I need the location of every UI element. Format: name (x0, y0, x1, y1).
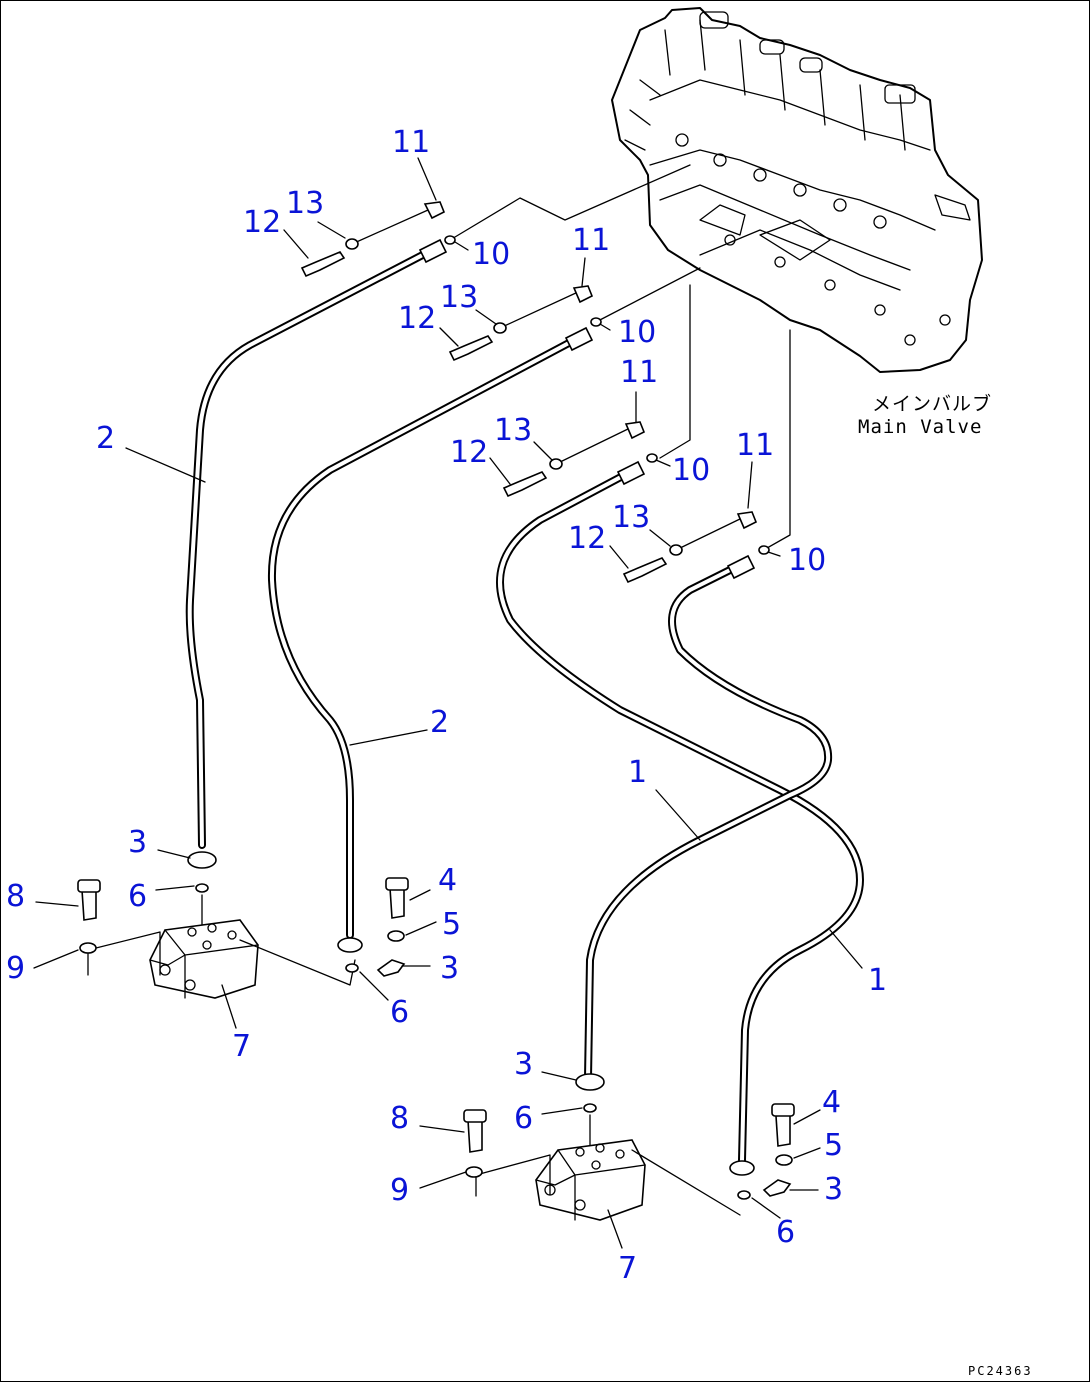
washer-13-a (345, 238, 359, 250)
hose-2-middle (267, 332, 586, 939)
valve-label-jp: メインバルブ (872, 392, 992, 415)
callout-1: 1 (868, 963, 887, 998)
flange-3-mid (337, 937, 363, 953)
washer-13-c (549, 458, 563, 470)
callout-10: 10 (672, 453, 710, 488)
callout-13: 13 (612, 500, 650, 535)
hose-1-right-b (584, 558, 833, 1082)
callout-2: 2 (430, 705, 449, 740)
washer-5-left (387, 930, 405, 942)
callout-11: 11 (392, 125, 430, 160)
callout-4: 4 (438, 863, 457, 898)
main-valve (611, 7, 983, 373)
port-leader-lines (449, 164, 791, 553)
callout-6: 6 (514, 1101, 533, 1136)
clamp-3-left (376, 959, 406, 977)
callout-10: 10 (618, 315, 656, 350)
callout-6: 6 (776, 1215, 795, 1250)
fitting-group-4 (622, 511, 770, 584)
washer-5-right (775, 1154, 793, 1166)
callout-leaders (33, 157, 863, 1249)
callout-12: 12 (450, 435, 488, 470)
clamp-3-right (762, 1179, 792, 1197)
callout-10: 10 (788, 543, 826, 578)
callout-12: 12 (243, 205, 281, 240)
callout-1: 1 (628, 755, 647, 790)
callout-13: 13 (494, 413, 532, 448)
hose-1-right-a (496, 466, 864, 1164)
bolt-12-b (448, 335, 494, 362)
bolt-4-right (775, 1113, 791, 1147)
clamp-11-c (624, 421, 646, 440)
bolt-12-d (622, 557, 668, 584)
callout-4: 4 (822, 1085, 841, 1120)
callout-3: 3 (440, 951, 459, 986)
fitting-group-3 (502, 421, 658, 498)
oring-6-left (195, 883, 209, 893)
callout-6: 6 (390, 995, 409, 1030)
fitting-group-1 (300, 201, 456, 278)
washer-9-right (465, 1166, 483, 1178)
callout-11: 11 (572, 223, 610, 258)
callout-12: 12 (398, 301, 436, 336)
valve-caption: メインバルブ Main Valve (858, 392, 992, 438)
callout-3: 3 (514, 1047, 533, 1082)
callout-7: 7 (618, 1251, 637, 1286)
callout-11: 11 (620, 355, 658, 390)
oring-6-right (583, 1103, 597, 1113)
washer-13-b (493, 322, 507, 334)
clamp-11-a (423, 201, 446, 220)
washer-13-d (669, 544, 683, 556)
hose-end-fittings (418, 238, 756, 580)
washer-9-left (79, 942, 97, 954)
callout-12: 12 (568, 521, 606, 556)
oring-10-a (444, 235, 456, 245)
callout-7: 7 (232, 1029, 251, 1064)
bolt-12-a (300, 251, 346, 278)
hose-2-left (185, 244, 440, 849)
right-block-assembly (463, 1073, 795, 1221)
callout-numbers: 11 13 12 10 11 13 12 10 11 13 12 10 11 1… (6, 125, 887, 1286)
callout-3: 3 (128, 825, 147, 860)
fitting-group-2 (448, 285, 602, 362)
oring-10-b (590, 317, 602, 327)
clamp-11-b (572, 285, 594, 304)
flange-3-right-b (729, 1160, 755, 1176)
flange-3-right (575, 1073, 605, 1091)
callout-5: 5 (824, 1128, 843, 1163)
callout-2: 2 (96, 421, 115, 456)
callout-5: 5 (442, 907, 461, 942)
callout-3: 3 (824, 1172, 843, 1207)
left-block-assembly (77, 851, 409, 999)
callout-8: 8 (6, 879, 25, 914)
oring-10-d (758, 545, 770, 555)
bolt-12-c (502, 471, 548, 498)
bolt-8-right (467, 1117, 483, 1153)
callout-13: 13 (440, 280, 478, 315)
callout-9: 9 (6, 951, 25, 986)
block-7-right (535, 1139, 646, 1221)
oring-6-mid (345, 963, 359, 973)
callout-6: 6 (128, 879, 147, 914)
clamp-11-d (736, 511, 758, 530)
callout-9: 9 (390, 1173, 409, 1208)
callout-11: 11 (736, 428, 774, 463)
callout-10: 10 (472, 237, 510, 272)
valve-label-en: Main Valve (858, 416, 982, 438)
callout-8: 8 (390, 1101, 409, 1136)
callout-13: 13 (286, 186, 324, 221)
drawing-code: PC24363 (968, 1364, 1033, 1378)
oring-10-c (646, 453, 658, 463)
oring-6-right-b (737, 1190, 751, 1200)
flange-3-left (187, 851, 217, 869)
